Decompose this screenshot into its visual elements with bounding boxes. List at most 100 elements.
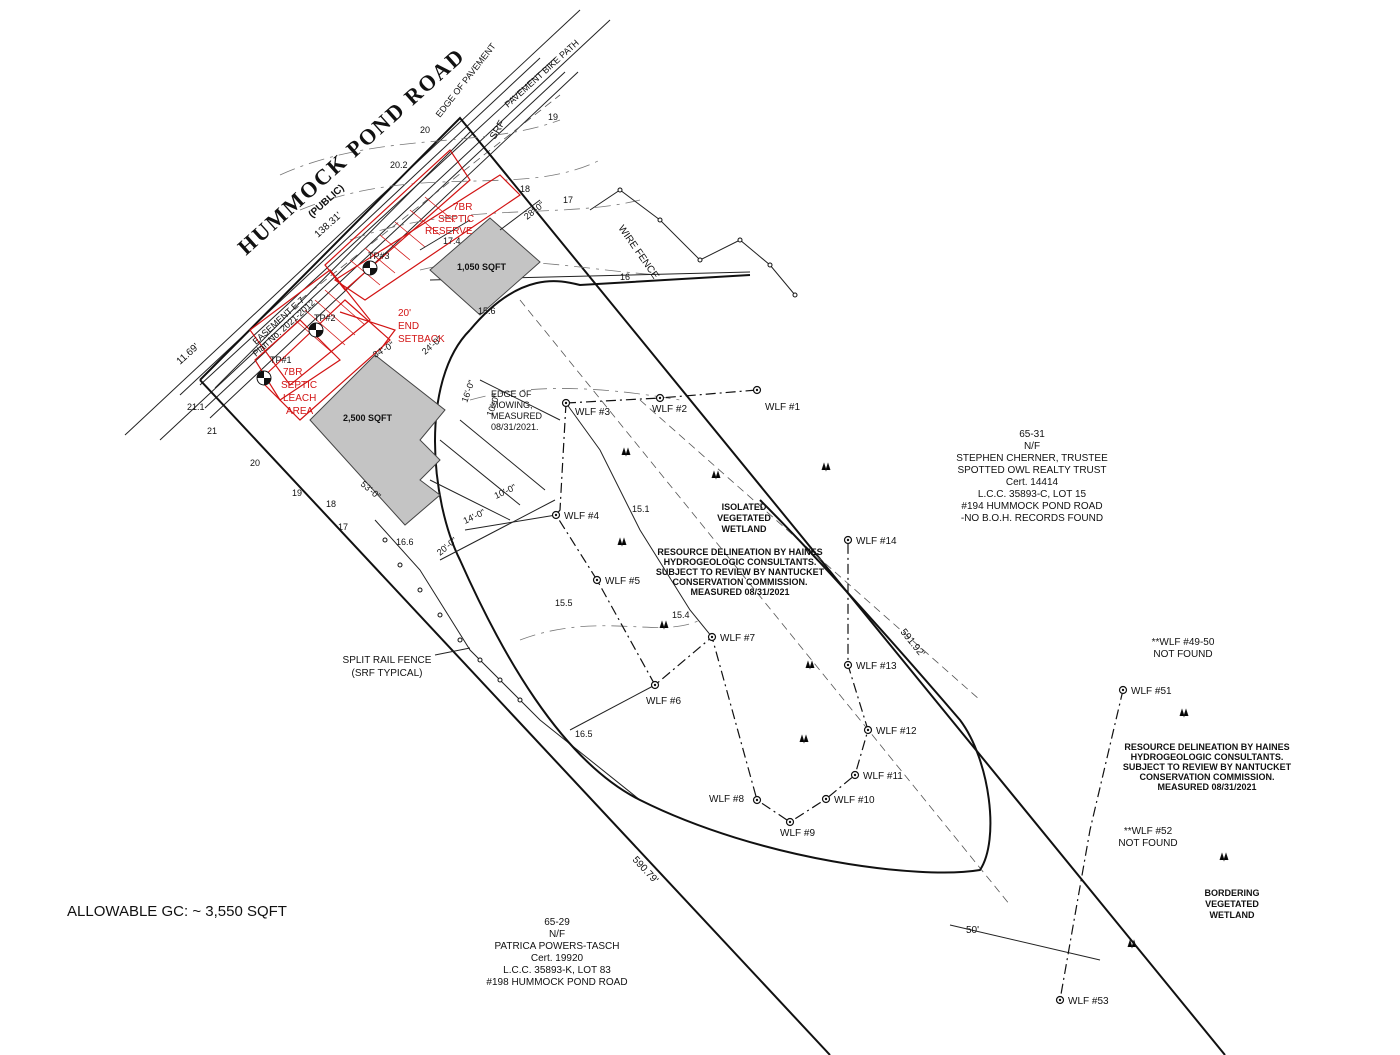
svg-text:15.6: 15.6 xyxy=(478,306,496,316)
svg-text:WLF #3: WLF #3 xyxy=(575,407,610,418)
svg-text:20': 20' xyxy=(398,308,411,319)
test-pit-1-label: TP#1 xyxy=(270,355,292,365)
lot-boundary xyxy=(199,116,1226,1055)
test-pit-symbols xyxy=(256,260,378,386)
svg-text:17: 17 xyxy=(563,195,573,205)
wetland-flag-markers xyxy=(551,385,1128,1005)
svg-text:L.C.C. 35893-K, LOT 83: L.C.C. 35893-K, LOT 83 xyxy=(503,965,611,976)
svg-text:15.4: 15.4 xyxy=(672,610,690,620)
svg-text:WLF #5: WLF #5 xyxy=(605,576,640,587)
svg-text:RESOURCE DELINEATION BY HAINES: RESOURCE DELINEATION BY HAINES xyxy=(1124,742,1289,752)
svg-text:20.2: 20.2 xyxy=(390,160,408,170)
svg-text:WLF #12: WLF #12 xyxy=(876,726,917,737)
svg-text:WLF #7: WLF #7 xyxy=(720,633,755,644)
svg-text:L.C.C. 35893-C, LOT 15: L.C.C. 35893-C, LOT 15 xyxy=(978,489,1087,500)
svg-text:21.1: 21.1 xyxy=(187,402,205,412)
svg-text:#198 HUMMOCK POND ROAD: #198 HUMMOCK POND ROAD xyxy=(486,977,627,988)
svg-text:WETLAND: WETLAND xyxy=(1210,910,1255,920)
svg-text:SETBACK: SETBACK xyxy=(398,334,445,345)
wire-fence xyxy=(589,187,798,298)
svg-text:WLF #8: WLF #8 xyxy=(709,794,744,805)
svg-text:HYDROGEOLOGIC CONSULTANTS.: HYDROGEOLOGIC CONSULTANTS. xyxy=(1131,752,1284,762)
dim-label: 14'-0" xyxy=(462,507,487,526)
wetland-vegetation-symbols xyxy=(617,447,1229,949)
abutter-65-29: 65-29 N/F PATRICA POWERS-TASCH Cert. 199… xyxy=(486,917,627,988)
svg-text:WLF #13: WLF #13 xyxy=(856,661,897,672)
delineation-note-center: RESOURCE DELINEATION BY HAINES HYDROGEOL… xyxy=(656,547,825,597)
svg-text:SEPTIC: SEPTIC xyxy=(438,214,474,225)
svg-text:**WLF #49-50: **WLF #49-50 xyxy=(1152,637,1215,648)
svg-text:(SRF TYPICAL): (SRF TYPICAL) xyxy=(352,668,423,679)
svg-text:ISOLATED: ISOLATED xyxy=(722,502,767,512)
abutter-65-31: 65-31 N/F STEPHEN CHERNER, TRUSTEE SPOTT… xyxy=(956,429,1108,524)
svg-text:65-31: 65-31 xyxy=(1019,429,1045,440)
svg-text:WLF #10: WLF #10 xyxy=(834,795,875,806)
svg-text:WLF #6: WLF #6 xyxy=(646,696,681,707)
septic-leach-label: 7BR SEPTIC LEACH AREA xyxy=(281,367,317,417)
svg-text:EDGE OF: EDGE OF xyxy=(491,389,532,399)
main-building-label: 2,500 SQFT xyxy=(343,413,393,423)
svg-text:RESOURCE DELINEATION BY HAINES: RESOURCE DELINEATION BY HAINES xyxy=(657,547,822,557)
wetland-flag-labels: WLF #1 WLF #2 WLF #3 WLF #4 WLF #5 WLF #… xyxy=(564,402,1172,1007)
buildings xyxy=(309,217,541,526)
svg-text:STEPHEN CHERNER, TRUSTEE: STEPHEN CHERNER, TRUSTEE xyxy=(956,453,1108,464)
test-pit-2-label: TP#2 xyxy=(314,313,336,323)
svg-text:N/F: N/F xyxy=(549,929,565,940)
dim-label: 50' xyxy=(966,925,979,936)
svg-text:19: 19 xyxy=(292,488,302,498)
svg-text:WLF #11: WLF #11 xyxy=(863,771,903,782)
svg-text:SUBJECT TO REVIEW BY NANTUCKET: SUBJECT TO REVIEW BY NANTUCKET xyxy=(656,567,825,577)
svg-text:SEPTIC: SEPTIC xyxy=(281,380,317,391)
septic-reserve-label: 7BR SEPTIC RESERVE xyxy=(425,202,474,237)
left-offset-label: 11.69' xyxy=(175,341,202,367)
secondary-building-label: 1,050 SQFT xyxy=(457,262,507,272)
svg-text:WLF #2: WLF #2 xyxy=(652,404,687,415)
svg-text:**WLF #52: **WLF #52 xyxy=(1124,826,1173,837)
svg-text:16.5: 16.5 xyxy=(575,729,593,739)
svg-text:-NO B.O.H. RECORDS FOUND: -NO B.O.H. RECORDS FOUND xyxy=(961,513,1103,524)
allowable-gc: ALLOWABLE GC: ~ 3,550 SQFT xyxy=(67,903,287,920)
septic-areas xyxy=(249,149,521,421)
dim-label: 34'-0" xyxy=(371,340,396,360)
svg-text:08/31/2021.: 08/31/2021. xyxy=(491,422,539,432)
svg-text:BORDERING: BORDERING xyxy=(1204,888,1259,898)
svg-text:15.5: 15.5 xyxy=(555,598,573,608)
svg-text:7BR: 7BR xyxy=(453,202,472,213)
svg-text:SPOTTED OWL REALTY TRUST: SPOTTED OWL REALTY TRUST xyxy=(957,465,1106,476)
svg-text:END: END xyxy=(398,321,419,332)
svg-text:VEGETATED: VEGETATED xyxy=(1205,899,1259,909)
spot-elevations: 20 20.2 19 18 17 16 15.6 15.1 15.4 15.5 … xyxy=(187,112,690,739)
svg-text:WLF #9: WLF #9 xyxy=(780,828,815,839)
dimension-lines xyxy=(419,199,1101,961)
not-found-52: **WLF #52 NOT FOUND xyxy=(1118,826,1177,849)
isolated-wetland-label: ISOLATED VEGETATED WETLAND xyxy=(717,502,771,534)
setback-label: 20' END SETBACK xyxy=(398,308,445,345)
svg-text:PATRICA POWERS-TASCH: PATRICA POWERS-TASCH xyxy=(494,941,619,952)
svg-text:21: 21 xyxy=(207,426,217,436)
main-building xyxy=(309,354,446,526)
svg-text:HYDROGEOLOGIC CONSULTANTS.: HYDROGEOLOGIC CONSULTANTS. xyxy=(664,557,817,567)
svg-text:20: 20 xyxy=(250,458,260,468)
svg-text:18: 18 xyxy=(520,184,530,194)
svg-text:SUBJECT TO REVIEW BY NANTUCKET: SUBJECT TO REVIEW BY NANTUCKET xyxy=(1123,762,1292,772)
svg-text:N/F: N/F xyxy=(1024,441,1040,452)
svg-text:#194 HUMMOCK POND ROAD: #194 HUMMOCK POND ROAD xyxy=(961,501,1102,512)
svg-text:19: 19 xyxy=(548,112,558,122)
split-rail-fence-label: SPLIT RAIL FENCE (SRF TYPICAL) xyxy=(343,655,432,679)
svg-text:CONSERVATION COMMISSION.: CONSERVATION COMMISSION. xyxy=(1139,772,1274,782)
svg-text:MOWING,: MOWING, xyxy=(491,400,533,410)
svg-text:RESERVE: RESERVE xyxy=(425,226,473,237)
dim-label: 16'-0" xyxy=(459,379,476,404)
svg-text:Cert. 19920: Cert. 19920 xyxy=(531,953,584,964)
dim-label: 10'-0" xyxy=(493,482,518,501)
svg-text:16.6: 16.6 xyxy=(396,537,414,547)
svg-text:20: 20 xyxy=(420,125,430,135)
svg-text:MEASURED: MEASURED xyxy=(491,411,543,421)
lot-length-southwest: 590.79' xyxy=(630,855,660,886)
svg-text:LEACH: LEACH xyxy=(283,393,316,404)
svg-text:17: 17 xyxy=(338,522,348,532)
svg-text:NOT FOUND: NOT FOUND xyxy=(1153,649,1212,660)
svg-text:7BR: 7BR xyxy=(283,367,302,378)
test-pit-3-label: TP#3 xyxy=(368,251,390,261)
not-found-49-50: **WLF #49-50 NOT FOUND xyxy=(1152,637,1215,660)
